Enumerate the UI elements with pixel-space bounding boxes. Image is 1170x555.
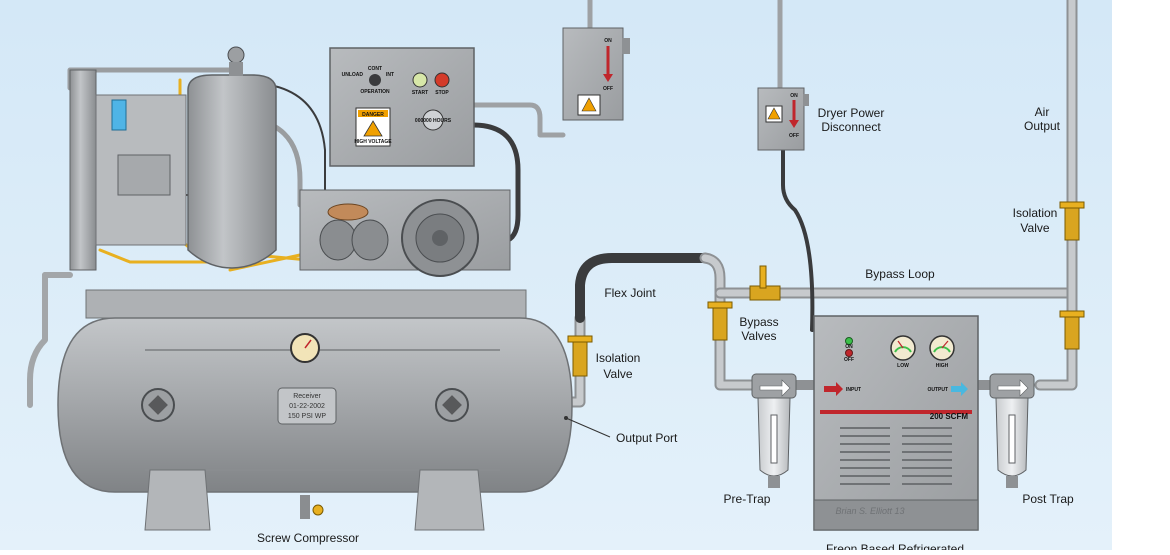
dryer-high-label: HIGH (936, 363, 949, 369)
label-isolation-valve-left-1: Isolation (596, 351, 641, 365)
artist-signature: Brian S. Elliott 13 (835, 506, 904, 516)
label-isolation-valve-right-1: Isolation (1013, 206, 1058, 220)
panel-unload-label: UNLOAD (342, 72, 364, 78)
label-pre-trap: Pre-Trap (724, 492, 771, 506)
main-power-disconnect: ON OFF (562, 27, 630, 121)
output-port-leader (565, 417, 611, 438)
receiver-plate-line3: 150 PSI WP (288, 413, 326, 420)
panel-cont-label: CONT (368, 66, 382, 72)
receiver-plate-line1: Receiver (293, 393, 321, 400)
panel-start-label: START (412, 90, 428, 96)
pre-trap-filter (751, 373, 797, 488)
bypass-valves (707, 265, 781, 341)
label-screw-compressor: Screw Compressor (257, 531, 359, 545)
dryer-off-label: OFF (844, 357, 854, 363)
main-disconnect-off: OFF (603, 86, 613, 92)
panel-stop-label: STOP (435, 90, 449, 96)
dryer-vent-grille (840, 427, 952, 485)
refrigerated-dryer: ON OFF LOW HIGH INPUT OUTPUT 200 SCFM Br… (813, 315, 979, 531)
label-dryer-power-2: Disconnect (821, 120, 881, 134)
dryer-disconnect-on: ON (790, 93, 798, 99)
dryer-power-disconnect: ON OFF (757, 87, 809, 151)
panel-high-voltage-label: HIGH VOLTAGE (354, 139, 392, 145)
label-flex-joint: Flex Joint (604, 286, 656, 300)
post-trap-filter (989, 373, 1035, 488)
compressor-assembly: UNLOAD CONT INT OPERATION START STOP 000… (69, 46, 511, 277)
isolation-valve-right (1059, 201, 1085, 350)
label-dryer-power-1: Dryer Power (818, 106, 885, 120)
dryer-capacity-label: 200 SCFM (930, 412, 969, 421)
dryer-on-label: ON (845, 344, 853, 350)
label-air-output-1: Air (1035, 105, 1050, 119)
receiver-tank: Receiver 01-22-2002 150 PSI WP (57, 289, 573, 531)
receiver-plate-line2: 01-22-2002 (289, 403, 325, 410)
label-bypass-valves-2: Valves (741, 329, 776, 343)
dryer-low-label: LOW (897, 363, 909, 369)
hour-meter-label: 000000 HOURS (415, 118, 452, 124)
label-dryer-caption: Freon Based Refrigerated (826, 542, 964, 550)
label-post-trap: Post Trap (1022, 492, 1074, 506)
panel-int-label: INT (386, 72, 394, 78)
isolation-valve-left (567, 335, 593, 377)
output-port-leader-dot (564, 416, 568, 420)
label-output-port: Output Port (616, 431, 678, 445)
label-bypass-loop: Bypass Loop (865, 267, 935, 281)
label-air-output-2: Output (1024, 119, 1061, 133)
label-isolation-valve-left-2: Valve (603, 367, 632, 381)
main-disconnect-on: ON (604, 38, 612, 44)
dryer-input-label: INPUT (846, 387, 861, 393)
dryer-disconnect-off: OFF (789, 133, 799, 139)
dryer-output-label: OUTPUT (927, 387, 948, 393)
label-bypass-valves-1: Bypass (739, 315, 778, 329)
label-isolation-valve-right-2: Valve (1020, 221, 1049, 235)
panel-danger-label: DANGER (362, 112, 384, 118)
panel-operation-label: OPERATION (360, 89, 390, 95)
